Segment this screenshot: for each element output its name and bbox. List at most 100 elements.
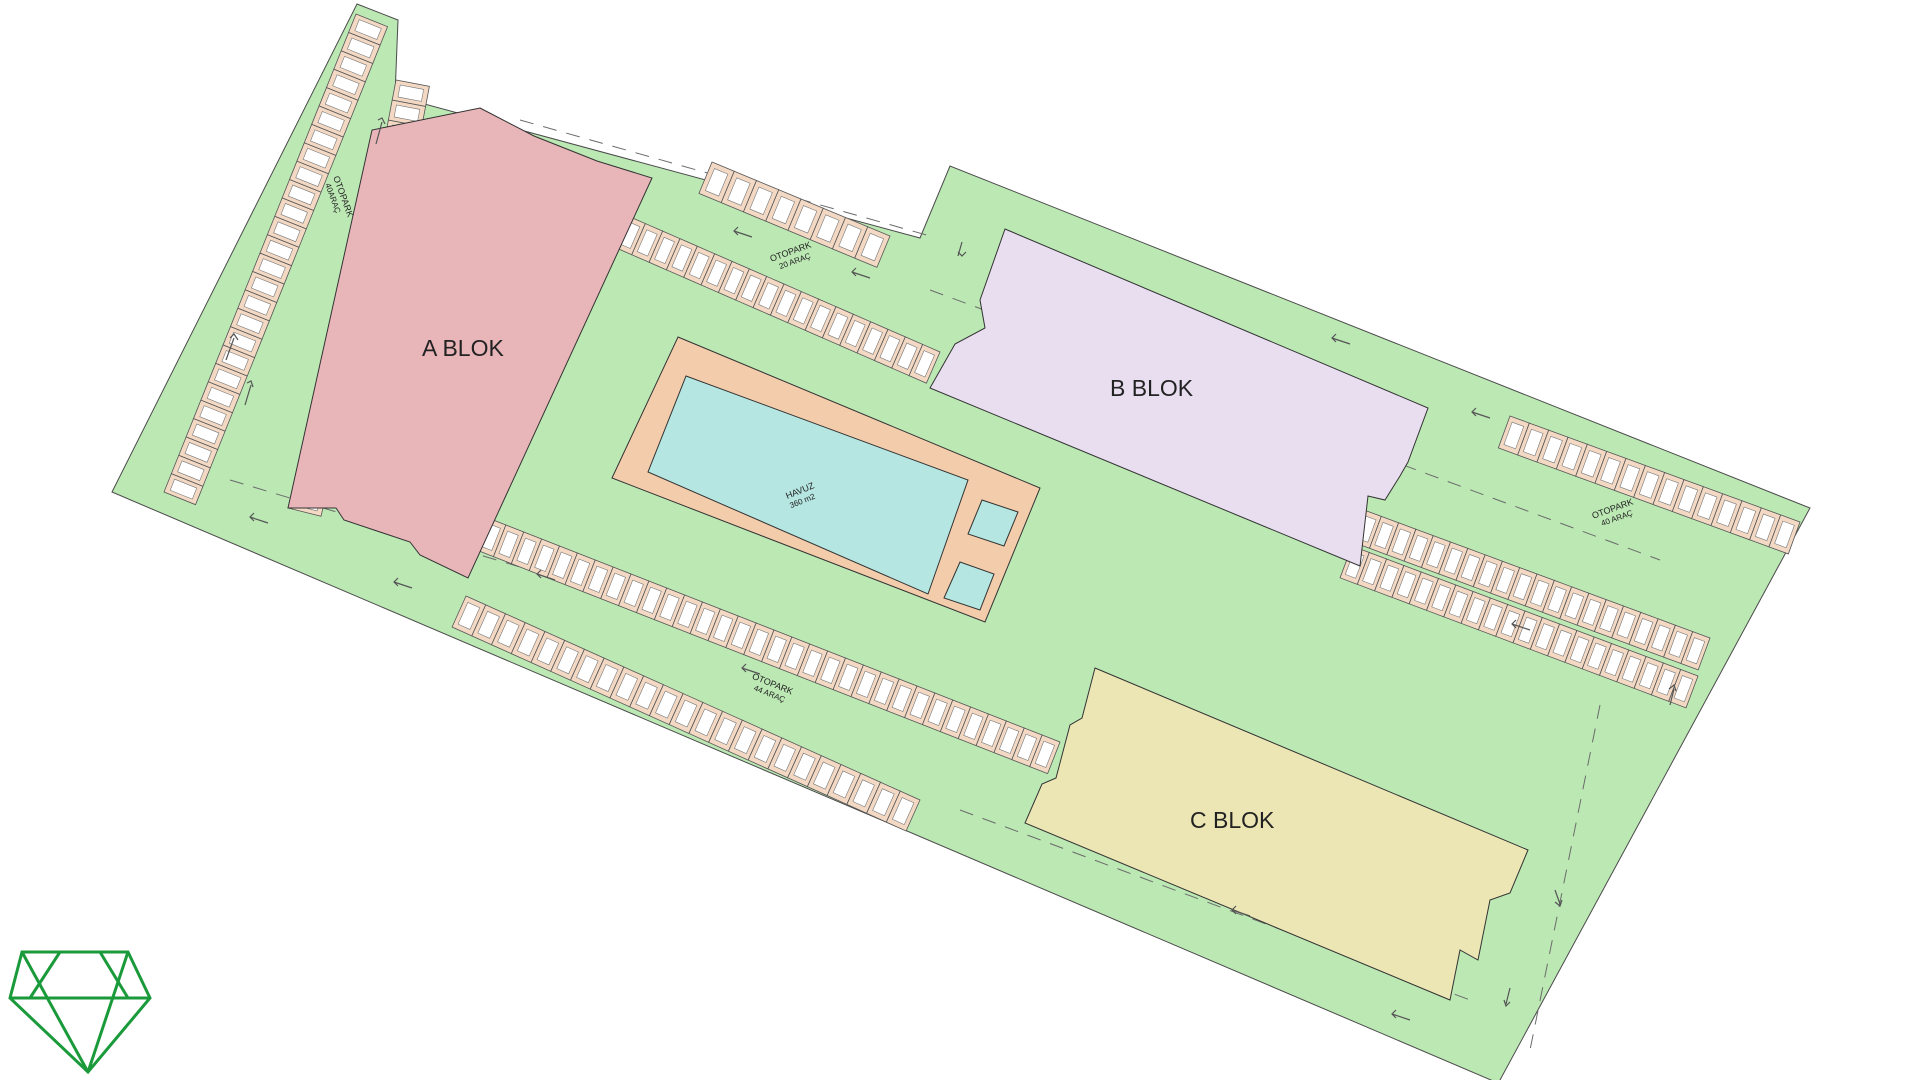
car-icon [654,236,675,265]
car-icon [636,229,658,257]
car-icon [1668,630,1688,658]
car-icon [856,670,877,698]
car-icon [655,690,678,719]
car-icon [1408,534,1429,562]
car-icon [1569,636,1590,664]
car-icon [775,289,797,317]
car-icon [820,656,841,684]
car-icon [302,147,331,169]
car-icon [641,586,662,614]
car-icon [1621,655,1642,683]
arrow-icon [244,380,254,406]
arrow-icon [375,117,386,145]
car-icon [354,19,382,40]
car-icon [1656,668,1676,696]
car-icon [1774,520,1795,549]
car-icon [184,442,212,463]
car-icon [727,177,751,206]
car-icon [862,327,883,355]
arrow-icon [1231,905,1251,917]
car-icon [1677,485,1699,513]
car-icon [1564,592,1585,620]
car-icon [1639,662,1659,690]
car-icon [214,368,242,390]
car-icon [191,423,220,445]
car-icon [1460,554,1481,582]
car-icon [1619,464,1641,492]
car-icon [280,203,308,224]
car-icon [310,129,338,151]
car-icon [1522,428,1544,457]
car-icon [199,405,227,426]
car-icon [587,565,609,593]
car-icon [714,717,737,746]
car-icon [1391,528,1412,556]
arrow-icon [851,267,871,279]
arrow-icon [1511,619,1531,631]
car-icon [265,239,294,261]
traffic-arrows [225,117,1677,1021]
car-icon [740,274,762,302]
car-icon [1495,566,1515,594]
car-icon [674,699,698,728]
car-icon [534,544,555,572]
car-icon [576,655,599,684]
car-icon [704,168,729,197]
car-icon [832,770,856,799]
car-icon [730,621,752,649]
car-icon [243,294,271,316]
car-icon [605,572,626,600]
spa-pool-upper [967,499,1019,547]
car-icon [236,313,264,335]
gem-logo-icon [8,950,152,1075]
car-icon [273,221,301,243]
car-icon [1552,629,1573,657]
car-icon [1581,598,1602,626]
car-icon [927,698,948,726]
car-icon [1696,492,1718,520]
car-icon [1658,478,1679,506]
car-icon [1535,623,1555,651]
arrow-icon [733,226,753,238]
west-parking-row-outer [163,13,389,506]
car-icon [258,258,286,279]
car-icon [1599,605,1619,633]
car-icon [758,282,779,310]
car-icon [1414,577,1434,605]
car-icon [332,74,360,96]
a-blok-label: A BLOK [422,335,504,361]
car-icon [914,350,935,378]
car-icon [1754,513,1776,542]
car-icon [615,672,639,701]
car-icon [324,92,353,114]
car-icon [516,537,537,565]
car-icon [816,214,840,243]
arrow-icon [249,512,269,524]
car-icon [694,708,717,737]
car-icon [793,752,816,781]
car-icon [552,551,573,579]
pool-water [647,375,969,595]
car-icon [1600,457,1621,485]
car-icon [838,663,859,691]
car-icon [1466,597,1486,625]
car-icon [1633,618,1654,646]
car-icon [688,252,710,280]
north-parking-row-lower [613,215,941,384]
car-icon [1604,649,1624,677]
car-icon [659,593,680,621]
car-icon [1716,499,1737,527]
north-parking-row-upper [698,161,891,268]
car-icon [1478,560,1498,588]
car-icon [1483,603,1503,631]
c-blok-building [1024,667,1529,1001]
car-icon [945,705,966,733]
car-icon [1517,616,1538,644]
car-icon [570,558,591,586]
car-icon [771,195,795,225]
east-parking-row-lower [1339,545,1699,709]
car-icon [873,677,895,705]
car-icon [497,619,520,648]
car-icon [347,37,375,59]
car-icon [1547,586,1567,614]
